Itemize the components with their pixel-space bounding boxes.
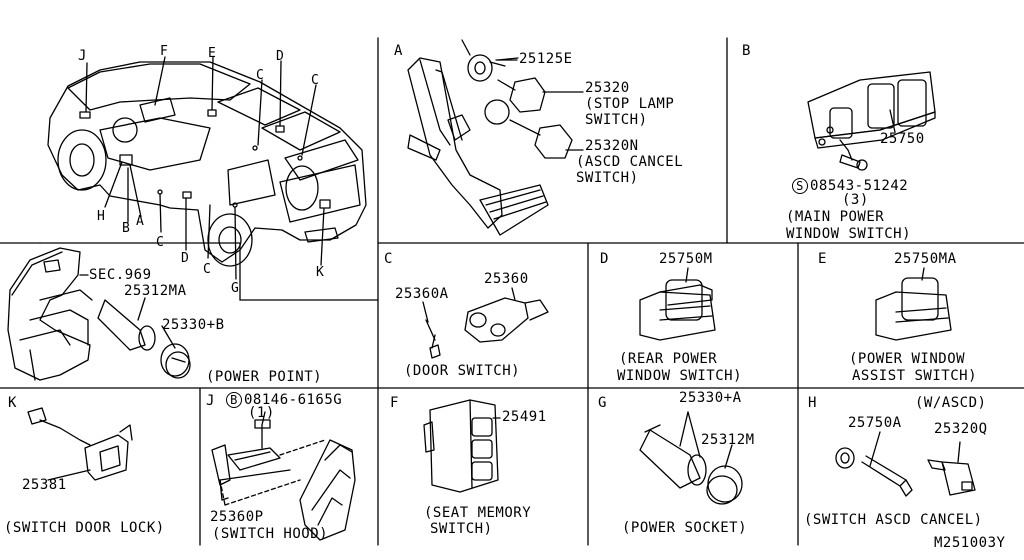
callout-leaders — [85, 56, 325, 280]
section-d-letter: D — [600, 251, 609, 267]
section-e-letter: E — [818, 251, 827, 267]
main-power-window-switch-drawing — [807, 71, 936, 171]
part-25330a: 25330+A — [679, 390, 742, 406]
callout-a: A — [136, 214, 144, 229]
pedal-assembly-drawing — [407, 39, 573, 236]
section-g-letter: G — [598, 395, 607, 411]
assist-caption-2: ASSIST SWITCH) — [852, 368, 978, 384]
part-25125e: 25125E — [519, 51, 573, 67]
part-25750ma: 25750MA — [894, 251, 957, 267]
part-25360p: 25360P — [210, 509, 264, 525]
callout-f: F — [160, 44, 168, 59]
callout-b: B — [122, 221, 130, 236]
power-point-drawing — [7, 247, 191, 381]
door-switch-caption: (DOOR SWITCH) — [404, 363, 521, 379]
callout-e: E — [208, 46, 216, 61]
part-25330b: 25330+B — [162, 317, 225, 333]
section-f-letter: F — [390, 395, 399, 411]
callout-g: G — [231, 281, 239, 296]
ascd-note: (W/ASCD) — [915, 395, 987, 411]
ascd-switch-caption: (SWITCH ASCD CANCEL) — [804, 512, 983, 528]
part-25360: 25360 — [484, 271, 529, 287]
callout-h: H — [97, 209, 105, 224]
power-point-caption: (POWER POINT) — [206, 369, 323, 385]
bolt-part-number: 08146-6165G — [244, 392, 343, 408]
part-25360a: 25360A — [395, 286, 449, 302]
seat-memory-switch-drawing — [423, 399, 501, 493]
callout-c-2: C — [311, 73, 319, 88]
callout-k: K — [316, 265, 324, 280]
callout-c-3: C — [156, 235, 164, 250]
bolt-symbol-icon: B — [226, 392, 242, 408]
main-power-caption-1: (MAIN POWER — [786, 209, 885, 225]
part-25750m: 25750M — [659, 251, 713, 267]
panel-borders — [0, 37, 1024, 546]
callout-c-4: C — [203, 262, 211, 277]
ascd-cancel-caption-2: SWITCH) — [576, 170, 639, 186]
part-25381: 25381 — [22, 477, 67, 493]
part-25320: 25320 — [585, 80, 630, 96]
section-b-letter: B — [742, 43, 751, 59]
section-c-letter: C — [384, 251, 393, 267]
part-25750: 25750 — [880, 131, 925, 147]
assist-caption-1: (POWER WINDOW — [849, 351, 966, 367]
part-25750a: 25750A — [848, 415, 902, 431]
rear-power-caption-1: (REAR POWER — [619, 351, 718, 367]
main-power-caption-2: WINDOW SWITCH) — [786, 226, 912, 242]
part-25491: 25491 — [502, 409, 547, 425]
ascd-cancel-caption-1: (ASCD CANCEL — [576, 154, 684, 170]
power-socket-drawing — [639, 411, 743, 505]
bolt-quantity: (1) — [248, 405, 275, 421]
callout-c-1: C — [256, 68, 264, 83]
part-25312ma: 25312MA — [124, 283, 187, 299]
switch-hood-drawing — [211, 411, 356, 541]
rear-power-caption-2: WINDOW SWITCH) — [617, 368, 743, 384]
screw-symbol-icon: S — [792, 178, 808, 194]
callout-d-top: D — [276, 49, 284, 64]
section-a-leaders — [495, 59, 584, 151]
section-k-letter: K — [8, 395, 17, 411]
rear-power-window-switch-drawing — [639, 267, 716, 341]
callout-d-bottom: D — [181, 251, 189, 266]
power-window-assist-switch-drawing — [875, 267, 952, 341]
power-point-leaders — [79, 274, 176, 349]
screw-quantity: (3) — [842, 192, 869, 208]
seat-memory-caption-1: (SEAT MEMORY — [424, 505, 532, 521]
stop-lamp-caption-1: (STOP LAMP — [585, 96, 675, 112]
vehicle-outline — [47, 61, 367, 267]
switch-hood-caption: (SWITCH HOOD) — [212, 526, 329, 542]
part-25312m: 25312M — [701, 432, 755, 448]
part-25320n: 25320N — [585, 138, 639, 154]
stop-lamp-caption-2: SWITCH) — [585, 112, 648, 128]
ascd-cancel-switch-drawing — [835, 431, 976, 497]
section-c-leaders — [422, 287, 516, 323]
power-socket-caption: (POWER SOCKET) — [622, 520, 748, 536]
door-switch-drawing — [425, 297, 549, 359]
figure-code: M251003Y — [934, 535, 1006, 551]
callout-j: J — [78, 48, 86, 64]
door-lock-switch-drawing — [27, 407, 133, 481]
door-lock-caption: (SWITCH DOOR LOCK) — [4, 520, 165, 536]
screw-part-number: 08543-51242 — [810, 178, 909, 194]
section-a-letter: A — [394, 43, 403, 59]
seat-memory-caption-2: SWITCH) — [430, 521, 493, 537]
part-25320q: 25320Q — [934, 421, 988, 437]
section-h-letter: H — [808, 395, 817, 411]
sec-969: SEC.969 — [89, 267, 152, 283]
section-j-letter: J — [206, 393, 215, 409]
